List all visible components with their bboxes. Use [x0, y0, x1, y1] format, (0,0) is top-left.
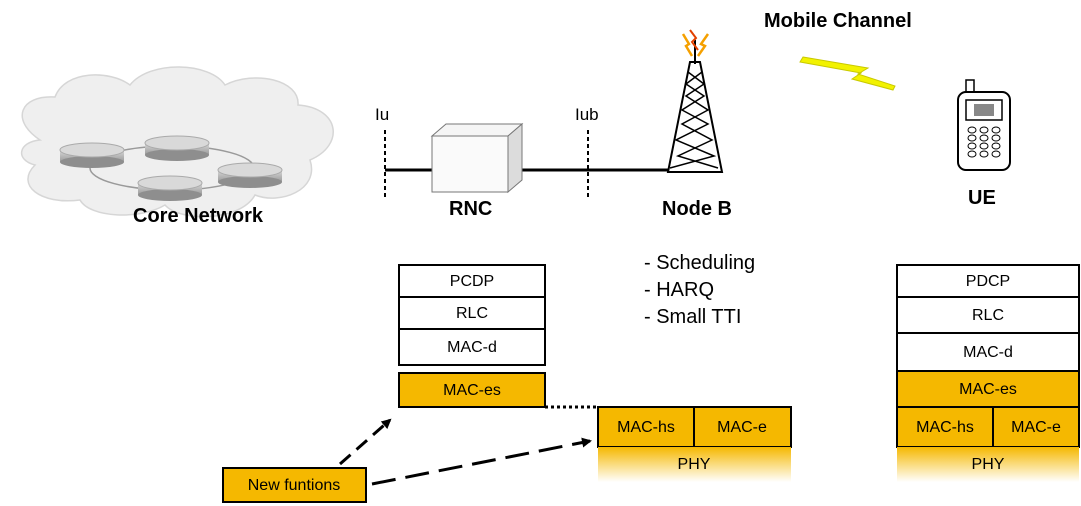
function-harq: - HARQ — [644, 279, 714, 301]
mobile-channel-label: Mobile Channel — [764, 10, 912, 32]
function-scheduling: - Scheduling — [644, 252, 755, 274]
ue-pdcp-label: PDCP — [966, 273, 1010, 290]
rnc-mac-es-layer — [398, 372, 546, 408]
ue-label: UE — [968, 187, 996, 209]
node-b-protocol-stack: MAC-hs MAC-e PHY — [597, 406, 792, 482]
ue-mac-es-layer — [896, 370, 1080, 408]
node-b-label: Node B — [662, 198, 732, 220]
ue-rlc-label: RLC — [972, 307, 1004, 324]
mobile-phone-icon — [957, 79, 1011, 171]
core-network-label: Core Network — [133, 205, 264, 227]
antenna-signal-icon — [681, 29, 710, 57]
ue-phy-label: PHY — [972, 456, 1005, 473]
ue-mac-hs-label: MAC-hs — [916, 419, 974, 436]
node-b-phy-layer — [598, 447, 791, 482]
iub-label: Iub — [575, 105, 599, 124]
node-b-mac-e-layer — [693, 406, 792, 448]
new-functions-label: New funtions — [248, 477, 341, 494]
ue-mac-d-layer — [896, 332, 1080, 372]
rnc-rlc-label: RLC — [456, 305, 488, 322]
rnc-mac-es-label: MAC-es — [443, 382, 501, 399]
ue-protocol-stack: PDCP RLC MAC-d MAC-es MAC-hs MAC-e PHY — [896, 264, 1080, 482]
iu-label: Iu — [375, 105, 389, 124]
rnc-mac-d-label: MAC-d — [447, 339, 497, 356]
rnc-label: RNC — [449, 198, 492, 220]
lightning-icon — [799, 56, 896, 91]
router-icon — [144, 135, 210, 161]
ue-pdcp-layer — [896, 264, 1080, 298]
rnc-pcdp-label: PCDP — [450, 273, 494, 290]
router-icon — [59, 142, 125, 168]
arrow-to-node-b-stack — [371, 437, 592, 486]
ue-mac-e-label: MAC-e — [1011, 419, 1061, 436]
ue-mac-es-label: MAC-es — [959, 381, 1017, 398]
new-functions-box — [222, 467, 367, 503]
core-network-cloud — [21, 66, 334, 218]
node-b-function-list: - Scheduling - HARQ - Small TTI — [644, 252, 755, 328]
rnc-protocol-stack: PCDP RLC MAC-d MAC-es — [398, 264, 546, 408]
function-small-tti: - Small TTI — [644, 306, 741, 328]
rnc-device — [430, 122, 524, 194]
rnc-pcdp-layer — [398, 264, 546, 298]
router-icon — [217, 162, 283, 188]
ue-mac-d-label: MAC-d — [963, 344, 1013, 361]
node-b-phy-label: PHY — [678, 456, 711, 473]
arrow-to-rnc-mac-es — [339, 418, 392, 466]
ue-rlc-layer — [896, 296, 1080, 334]
node-b-mac-hs-label: MAC-hs — [617, 419, 675, 436]
rnc-mac-d-layer — [398, 328, 546, 366]
router-icon — [137, 175, 203, 201]
ue-phy-layer — [897, 447, 1079, 482]
tower-icon — [666, 40, 724, 173]
node-b-mac-e-label: MAC-e — [717, 419, 767, 436]
rnc-rlc-layer — [398, 296, 546, 330]
